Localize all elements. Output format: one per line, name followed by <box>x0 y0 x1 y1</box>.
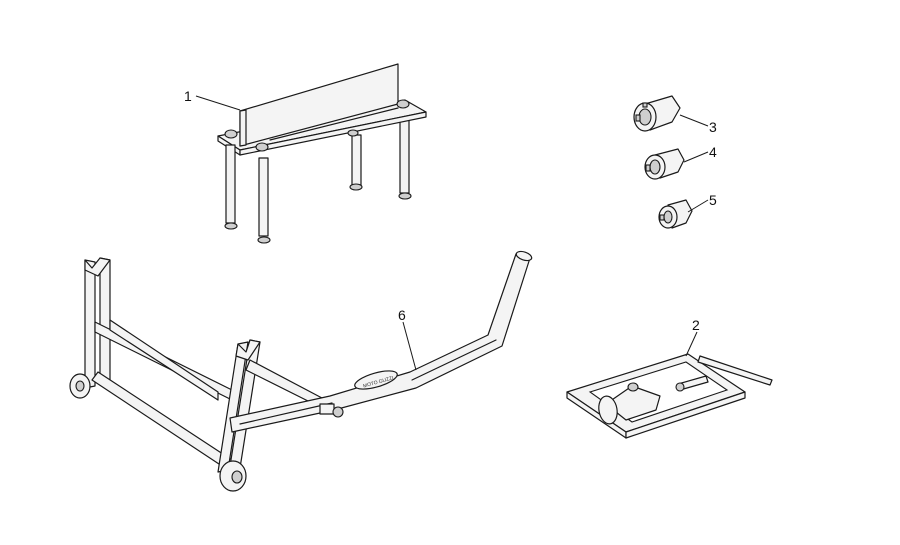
part-2-frame-tool <box>566 353 773 439</box>
callout-3: 3 <box>709 119 717 135</box>
part-3-socket-tool <box>633 95 681 132</box>
part-1-support-bench <box>217 63 427 244</box>
part-5-socket-tool <box>658 199 693 229</box>
callout-2: 2 <box>692 317 700 333</box>
callout-numbers: 1 2 3 4 5 6 <box>184 88 717 333</box>
callout-1: 1 <box>184 88 192 104</box>
part-6-center-stand: MOTO GUZZI <box>69 250 533 492</box>
leader-lines <box>195 95 709 371</box>
callout-6: 6 <box>398 307 406 323</box>
callout-5: 5 <box>709 192 717 208</box>
callout-4: 4 <box>709 144 717 160</box>
part-4-socket-tool <box>644 148 685 180</box>
